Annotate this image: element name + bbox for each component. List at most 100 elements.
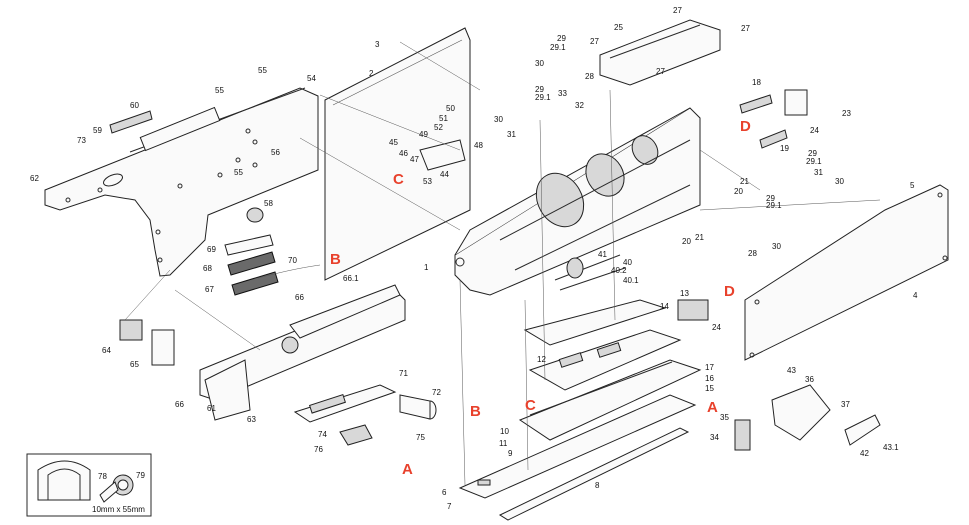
callout-c15: 15 xyxy=(705,384,714,393)
callout-c74: 74 xyxy=(318,430,327,439)
button-pads xyxy=(224,234,279,296)
connector-letter-C2: C xyxy=(525,397,536,414)
assembly-guide-lines xyxy=(124,41,881,486)
callout-c75: 75 xyxy=(416,433,425,442)
roller xyxy=(246,207,264,223)
callout-c661: 66.1 xyxy=(343,274,359,283)
sensor-assembly xyxy=(771,384,881,446)
connector-letter-B1: B xyxy=(330,251,341,268)
callout-c44: 44 xyxy=(440,170,449,179)
connector-letter-A1: A xyxy=(402,461,413,478)
callout-c65: 65 xyxy=(130,360,139,369)
callout-c78: 78 xyxy=(98,472,107,481)
callout-c72: 72 xyxy=(432,388,441,397)
callout-c12: 12 xyxy=(537,355,546,364)
callout-c47: 47 xyxy=(410,155,419,164)
callout-c18: 18 xyxy=(752,78,761,87)
callout-c54: 54 xyxy=(307,74,316,83)
callout-c401: 40.1 xyxy=(623,276,639,285)
connector-block xyxy=(119,319,175,366)
callout-c6: 6 xyxy=(442,488,447,497)
callout-c17: 17 xyxy=(705,363,714,372)
callout-c43: 43 xyxy=(787,366,796,375)
pivot-pin xyxy=(399,394,437,420)
callout-c58: 58 xyxy=(264,199,273,208)
callout-c3: 3 xyxy=(375,40,380,49)
callout-c30d: 30 xyxy=(772,242,781,251)
callout-c30b: 30 xyxy=(494,115,503,124)
callout-c36: 36 xyxy=(805,375,814,384)
connector-letter-A2: A xyxy=(707,399,718,416)
callout-c55c: 55 xyxy=(234,168,243,177)
rear-plate xyxy=(324,27,471,281)
callout-c55b: 55 xyxy=(215,86,224,95)
callout-c31b: 31 xyxy=(814,168,823,177)
callout-c52: 52 xyxy=(434,123,443,132)
callout-c431: 43.1 xyxy=(883,443,899,452)
main-frame xyxy=(454,107,701,296)
callout-c291a: 29.1 xyxy=(550,43,566,52)
callout-c56: 56 xyxy=(271,148,280,157)
callout-c10: 10 xyxy=(500,427,509,436)
callout-c14: 14 xyxy=(660,302,669,311)
inset-caption: 10mm x 55mm xyxy=(92,505,145,514)
inset-tape-box xyxy=(26,453,152,517)
callout-c68: 68 xyxy=(203,264,212,273)
callout-c1: 1 xyxy=(424,263,429,272)
top-right-connector xyxy=(739,89,808,149)
base-tray xyxy=(518,359,702,441)
callout-c20b: 20 xyxy=(682,237,691,246)
callout-c32: 32 xyxy=(575,101,584,110)
callout-c66b: 66 xyxy=(175,400,184,409)
callout-c4: 4 xyxy=(913,291,918,300)
callout-c42: 42 xyxy=(860,449,869,458)
callout-c13: 13 xyxy=(680,289,689,298)
callout-c27b: 27 xyxy=(741,24,750,33)
callout-labels: 1234567891011121314151617181920202121232… xyxy=(30,6,918,511)
callout-c29d: 29 xyxy=(766,194,775,203)
callout-c45: 45 xyxy=(389,138,398,147)
callout-c21a: 21 xyxy=(740,177,749,186)
callout-c41: 41 xyxy=(598,250,607,259)
callout-c48: 48 xyxy=(474,141,483,150)
callout-c73: 73 xyxy=(77,136,86,145)
callout-c64: 64 xyxy=(102,346,111,355)
callout-c59: 59 xyxy=(93,126,102,135)
callout-c63: 63 xyxy=(247,415,256,424)
guide-rail xyxy=(498,427,690,521)
callout-c66a: 66 xyxy=(295,293,304,302)
lower-arm-assembly xyxy=(199,284,406,421)
callout-c29b: 29 xyxy=(535,85,544,94)
callout-c53: 53 xyxy=(423,177,432,186)
callout-c79: 79 xyxy=(136,471,145,480)
callout-c27a: 27 xyxy=(673,6,682,15)
callout-c76: 76 xyxy=(314,445,323,454)
callout-c291d: 29.1 xyxy=(766,201,782,210)
label-strip xyxy=(109,110,153,134)
callout-c28b: 28 xyxy=(748,249,757,258)
callout-c11: 11 xyxy=(499,439,508,448)
callout-c69: 69 xyxy=(207,245,216,254)
callout-c33: 33 xyxy=(558,89,567,98)
connector-letter-B2: B xyxy=(470,403,481,420)
callout-c27c: 27 xyxy=(656,67,665,76)
callout-c31a: 31 xyxy=(507,130,516,139)
callout-c55a: 55 xyxy=(258,66,267,75)
right-side-plate xyxy=(744,184,949,361)
callout-c5: 5 xyxy=(910,181,915,190)
callout-c37: 37 xyxy=(841,400,850,409)
callout-c21b: 21 xyxy=(695,233,704,242)
callout-c9: 9 xyxy=(508,449,513,458)
callout-c62: 62 xyxy=(30,174,39,183)
callout-c24b: 24 xyxy=(712,323,721,332)
callout-c20a: 20 xyxy=(734,187,743,196)
connector-letter-D1: D xyxy=(740,118,751,135)
callout-c2: 2 xyxy=(369,69,374,78)
callout-c67: 67 xyxy=(205,285,214,294)
connector-letter-C1: C xyxy=(393,171,404,188)
callout-c51: 51 xyxy=(439,114,448,123)
callout-c35: 35 xyxy=(720,413,729,422)
callout-c70: 70 xyxy=(288,256,297,265)
